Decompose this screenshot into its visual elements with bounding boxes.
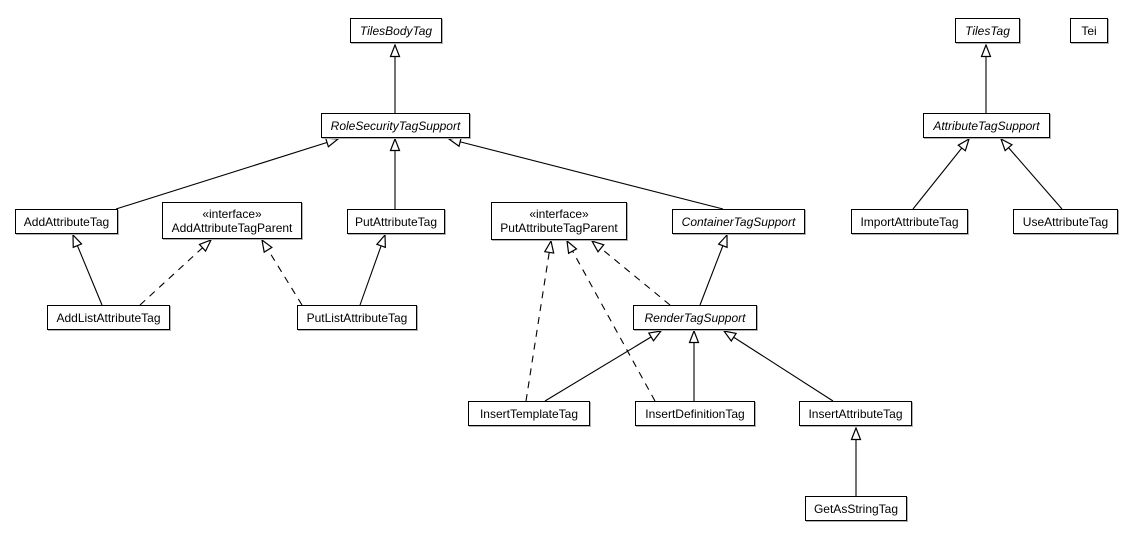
- class-name: AddListAttributeTag: [56, 310, 161, 325]
- class-name: InsertDefinitionTag: [645, 406, 745, 421]
- class-name: PutListAttributeTag: [306, 310, 408, 325]
- interface-name: AddAttributeTagParent: [171, 220, 293, 235]
- class-name: ImportAttributeTag: [860, 214, 959, 229]
- interface-name: PutAttributeTagParent: [500, 221, 618, 235]
- class-name: AttributeTagSupport: [933, 118, 1040, 133]
- edge-importattributetag-extends-attributetagsupport: [912, 139, 969, 210]
- class-box-putattributetag[interactable]: PutAttributeTag: [347, 209, 445, 234]
- class-name: RenderTagSupport: [644, 310, 746, 325]
- class-name: InsertTemplateTag: [479, 406, 579, 421]
- class-name: ContainerTagSupport: [681, 214, 796, 229]
- edge-inserttemplatetag-implements-putattributetagparent: [525, 241, 551, 402]
- class-box-getasstringtag[interactable]: GetAsStringTag: [805, 496, 907, 521]
- edge-addattributetag-extends-rolesecuritytagsupport: [115, 139, 338, 210]
- edge-insertattributetag-extends-rendertagsupport: [724, 331, 834, 402]
- class-box-attributetagsupport[interactable]: AttributeTagSupport: [923, 113, 1050, 138]
- class-box-containertagsupport[interactable]: ContainerTagSupport: [672, 209, 805, 234]
- class-box-addattributetag[interactable]: AddAttributeTag: [15, 209, 118, 234]
- edge-putlistattributetag-extends-putattributetag: [359, 235, 385, 306]
- class-box-addlistattributetag[interactable]: AddListAttributeTag: [47, 305, 170, 330]
- class-box-useattributetag[interactable]: UseAttributeTag: [1013, 209, 1118, 234]
- edge-useattributetag-extends-attributetagsupport: [1001, 139, 1063, 210]
- class-box-importattributetag[interactable]: ImportAttributeTag: [851, 209, 968, 234]
- class-name: GetAsStringTag: [813, 501, 899, 516]
- class-box-tei[interactable]: Tei: [1070, 18, 1108, 43]
- edge-inserttemplatetag-extends-rendertagsupport: [544, 331, 661, 402]
- class-name: InsertAttributeTag: [808, 406, 903, 421]
- class-name: PutAttributeTag: [354, 214, 438, 229]
- class-box-rendertagsupport[interactable]: RenderTagSupport: [633, 305, 757, 330]
- edge-addlistattributetag-extends-addattributetag: [73, 235, 103, 306]
- class-box-rolesecuritytagsupport[interactable]: RoleSecurityTagSupport: [321, 113, 470, 138]
- class-box-insertattributetag[interactable]: InsertAttributeTag: [799, 401, 912, 426]
- interface-box-addattributetagparent[interactable]: «interface» AddAttributeTagParent: [162, 202, 302, 239]
- interface-stereotype: «interface»: [529, 207, 589, 221]
- interface-stereotype: «interface»: [202, 206, 262, 221]
- class-box-inserttemplatetag[interactable]: InsertTemplateTag: [468, 401, 590, 426]
- class-box-putlistattributetag[interactable]: PutListAttributeTag: [297, 305, 417, 330]
- class-name: Tei: [1081, 23, 1097, 38]
- edge-containertagsupport-extends-rolesecuritytagsupport: [449, 139, 724, 210]
- class-name: RoleSecurityTagSupport: [330, 118, 461, 133]
- class-name: UseAttributeTag: [1022, 214, 1109, 229]
- edge-rendertagsupport-extends-containertagsupport: [699, 235, 727, 306]
- class-name: TilesTag: [965, 23, 1010, 38]
- class-name: AddAttributeTag: [23, 214, 110, 229]
- class-box-tilestag[interactable]: TilesTag: [955, 18, 1020, 43]
- class-box-tilesbodytag[interactable]: TilesBodyTag: [350, 18, 442, 43]
- edge-putlistattributetag-implements-addattributetagparent: [262, 240, 303, 306]
- edge-rendertagsupport-implements-putattributetagparent: [592, 241, 671, 306]
- class-box-insertdefinitiontag[interactable]: InsertDefinitionTag: [635, 401, 755, 426]
- edge-insertdefinitiontag-implements-putattributetagparent: [567, 241, 656, 402]
- interface-box-putattributetagparent[interactable]: «interface» PutAttributeTagParent: [491, 202, 627, 240]
- class-name: TilesBodyTag: [359, 23, 433, 38]
- edge-addlistattributetag-implements-addattributetagparent: [139, 240, 211, 306]
